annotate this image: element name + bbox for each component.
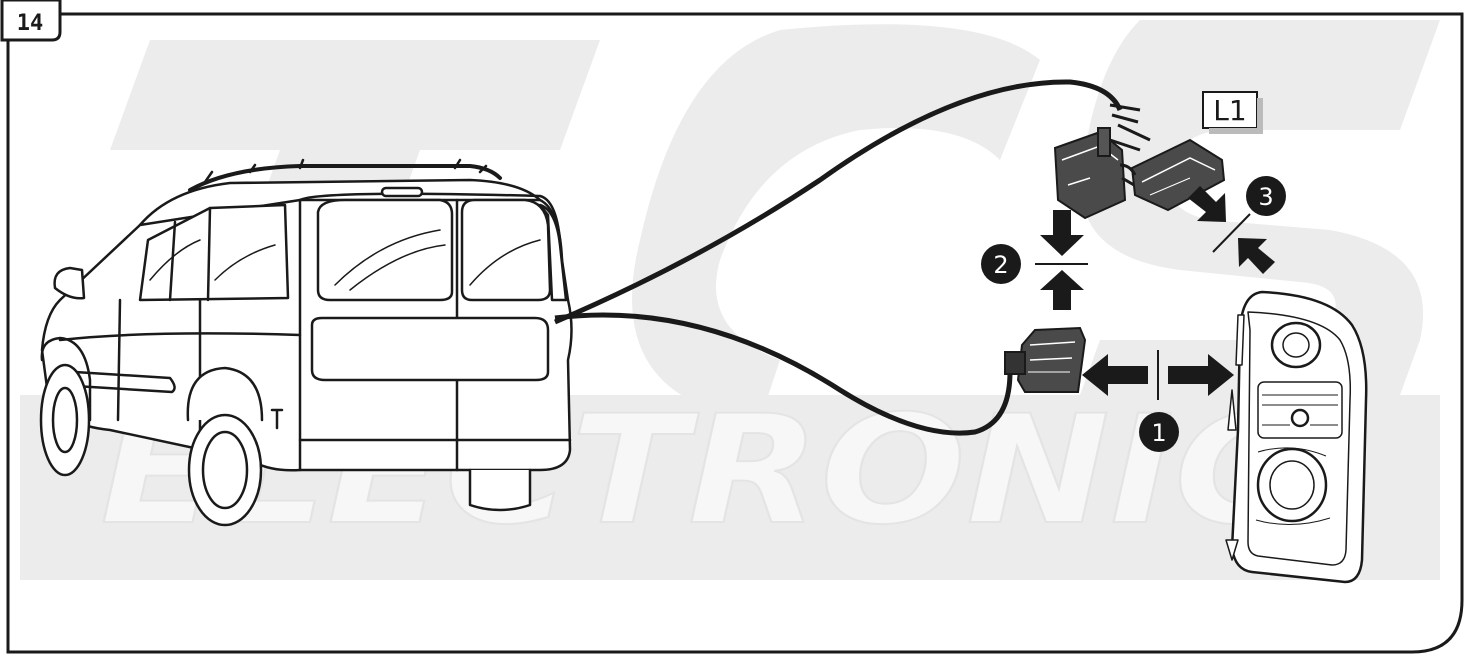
connector-male-upper (1053, 127, 1127, 220)
arrow-right-icon (1168, 354, 1234, 396)
connector-female-upper (1119, 138, 1226, 212)
step-badge-1-number: 1 (1151, 419, 1166, 447)
arrows (1035, 186, 1275, 400)
harness-cables (554, 79, 1151, 436)
arrow-down-icon (1040, 210, 1084, 256)
arrow-diagonal-in-icon (1188, 186, 1226, 222)
step-badge-1: 1 (1139, 412, 1179, 452)
connector-label: L1 (1213, 94, 1246, 127)
step-number-tab: 14 (0, 0, 62, 42)
step-badge-3: 3 (1246, 176, 1286, 216)
arrow-up-icon (1040, 270, 1084, 310)
step-badge-2-number: 2 (993, 251, 1008, 279)
lower-cable (554, 312, 1013, 436)
connector-lower (1004, 326, 1087, 393)
step-number: 14 (17, 11, 44, 36)
upper-cable (554, 79, 1123, 325)
arrow-diagonal-out-icon (1238, 238, 1275, 274)
step-badge-2: 2 (981, 244, 1021, 284)
arrow-left-icon (1082, 354, 1148, 396)
car-illustration (39, 158, 573, 527)
connector-label-badge: L1 (1202, 91, 1263, 134)
tail-light-illustration (1225, 290, 1368, 584)
step-badge-3-number: 3 (1258, 183, 1273, 211)
